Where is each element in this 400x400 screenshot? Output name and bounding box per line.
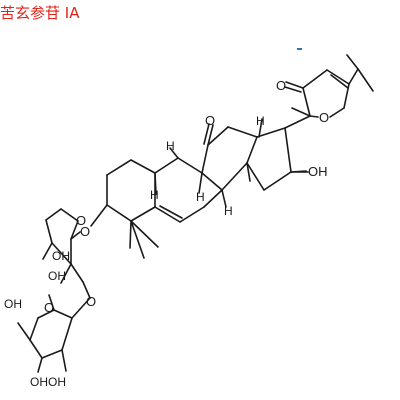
stereo-h-4: H (196, 190, 205, 204)
glyco-o: O (86, 294, 96, 309)
ring-c (201, 123, 258, 208)
compound-name: 苦玄参苷 IA (0, 4, 80, 22)
sugar1-oh-a: OH (52, 249, 70, 263)
sugar2-oh-left: OH (4, 297, 22, 311)
sugar1-ring-o: O (76, 213, 86, 228)
compound-title: 苦玄参苷 IA (0, 4, 79, 22)
sugar2-oh-bottom: OHOH (30, 375, 66, 389)
stereo-h-5: H (224, 204, 233, 218)
oh-right: OH (308, 164, 328, 179)
furan-o: O (319, 110, 329, 125)
stereo-h-2: H (166, 139, 175, 153)
sugar2-ring-o: O (44, 300, 54, 315)
sugar-2 (17, 294, 91, 373)
sugar-1 (42, 208, 91, 299)
ring-a (70, 159, 159, 259)
sugar1-oh-b: OH (48, 269, 66, 283)
ring-d (246, 118, 309, 191)
ketone-o-mid: O (205, 113, 215, 128)
ether-o: O (80, 224, 90, 239)
furanone-ring (284, 54, 374, 118)
stereo-h-3: H (150, 188, 159, 202)
oh-bond (290, 170, 307, 173)
ring-b (154, 147, 223, 223)
ketone-o-top: O (276, 78, 286, 93)
stereo-h-1: H (256, 114, 265, 128)
side-chain-bond (284, 115, 311, 129)
